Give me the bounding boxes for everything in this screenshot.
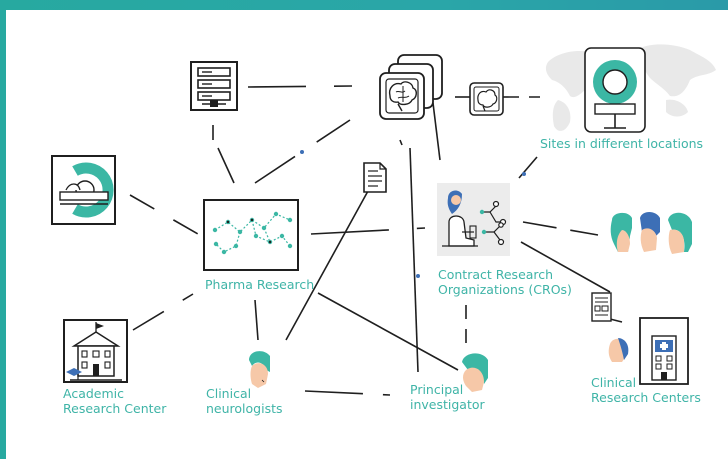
crc-label-line2: Research Centers — [591, 390, 701, 405]
top-accent-bar — [0, 0, 728, 10]
pi-label-line2: investigator — [410, 397, 485, 412]
principal-investigator-label: Principal investigator — [410, 382, 485, 412]
document-icon — [363, 162, 387, 193]
university-building-icon — [63, 319, 128, 383]
left-accent-bar — [0, 0, 6, 459]
connector-lines — [129, 85, 623, 396]
clinical-research-centers-label: Clinical Research Centers — [591, 375, 701, 405]
cro-label: Contract Research Organizations (CROs) — [438, 267, 572, 297]
hospital-icon — [639, 317, 689, 385]
crc-label-line1: Clinical — [591, 375, 637, 390]
patient-heads-icon — [610, 212, 692, 254]
sites-label: Sites in different locations — [540, 136, 704, 151]
person-icon — [249, 351, 270, 388]
brain-scan-stack-icon — [379, 54, 443, 120]
molecule-network-icon — [203, 199, 299, 271]
connector-nodes — [300, 150, 526, 278]
clinical-staff-icon — [608, 338, 629, 362]
researcher-icon — [437, 183, 510, 256]
pet-scanner-icon — [51, 155, 116, 225]
pi-label-line1: Principal — [410, 382, 464, 397]
neuro-label-line1: Clinical — [206, 386, 252, 401]
cro-label-line1: Contract Research — [438, 267, 554, 282]
pharma-research-label: Pharma Research — [205, 277, 315, 292]
cro-label-line2: Organizations (CROs) — [438, 282, 572, 297]
academic-label-line2: Research Center — [63, 401, 167, 416]
server-icon — [190, 61, 238, 111]
clinical-neurologists-label: Clinical neurologists — [206, 386, 283, 416]
academic-research-center-label: Academic Research Center — [63, 386, 166, 416]
mri-scanner-icon — [584, 47, 646, 133]
brain-scan-icon — [469, 82, 504, 116]
neuro-label-line2: neurologists — [206, 401, 283, 416]
person-icon — [462, 353, 488, 392]
academic-label-line1: Academic — [63, 386, 125, 401]
report-icon — [591, 292, 612, 322]
